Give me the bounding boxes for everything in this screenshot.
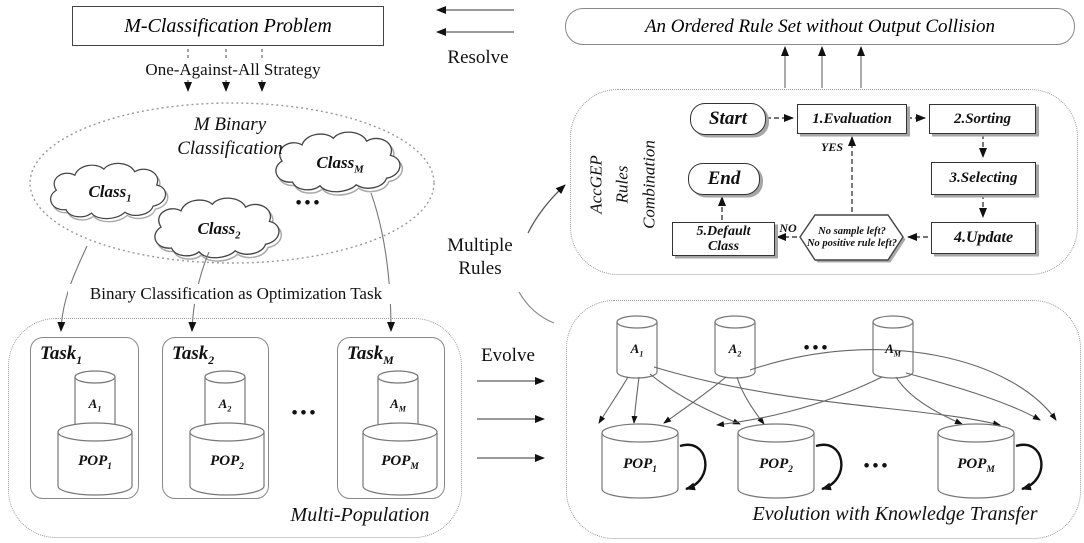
rules-to-accgep-arrow (527, 184, 566, 234)
node-update-label: 4.Update (953, 229, 1014, 246)
resolve-label: Resolve (447, 47, 509, 68)
problem-box-label: M-Classification Problem (124, 14, 332, 37)
node-selecting: 3.Selecting (931, 162, 1036, 195)
no-label: NO (779, 221, 797, 235)
decision-hexagon (799, 214, 906, 263)
node-selecting-label: 3.Selecting (949, 170, 1018, 186)
multi-population-title: Multi-Population (290, 504, 430, 526)
task-1-label: Task1 (40, 343, 83, 367)
task-2-algorithm-label: A2 (218, 396, 232, 414)
optimization-label: Binary Classification as Optimization Ta… (68, 284, 404, 305)
task-1-population-label: POP1 (78, 453, 112, 472)
task-1-algorithm-label: A1 (88, 396, 102, 414)
node-end: End (688, 163, 760, 195)
evolution-to-rules-curve (518, 291, 555, 324)
accgep-flow-arrows (718, 114, 987, 241)
node-default-class: 5.Default Class (672, 222, 775, 256)
accgep-to-ruleset-arrows (781, 46, 865, 88)
task-cylinders (57, 370, 438, 496)
task-box-1 (30, 337, 139, 499)
node-end-label: End (707, 168, 741, 189)
rule-set-label: An Ordered Rule Set without Output Colli… (644, 15, 996, 37)
population-cylinders (601, 423, 1015, 499)
multi-population-box (8, 318, 462, 538)
node-sorting: 2.Sorting (929, 104, 1036, 134)
task-m-population-label: POPM (381, 453, 419, 472)
task-2-population-label: POP2 (210, 453, 244, 472)
task-m-algorithm-label: AM (390, 396, 406, 414)
rule-set-box: An Ordered Rule Set without Output Colli… (565, 8, 1075, 45)
resolve-arrows (436, 6, 514, 36)
accgep-title: AccGEP Rules Combination (586, 140, 659, 229)
task-box-2 (162, 337, 269, 499)
evolution-population-2-label: POP2 (759, 456, 793, 475)
evolution-algorithm-1-label: A1 (630, 341, 644, 359)
knowledge-transfer-arrows (598, 349, 1057, 428)
binary-classification-title-line1: M Binary (193, 114, 267, 135)
classes-ellipsis-dots: ••• (295, 193, 323, 212)
evolution-title: Evolution with Knowledge Transfer (752, 503, 1038, 525)
accgep-box (570, 89, 1078, 275)
cloud-class-2-label: Class2 (197, 219, 241, 242)
multiple-rules-label: Multiple Rules (447, 235, 513, 279)
node-sorting-label: 2.Sorting (953, 110, 1012, 127)
node-start: Start (690, 103, 766, 135)
self-evolution-loops (679, 443, 1043, 491)
evolution-algorithm-m-label: AM (885, 341, 901, 359)
evolve-label: Evolve (481, 345, 535, 366)
task-2-label: Task2 (172, 343, 215, 367)
node-start-label: Start (708, 108, 748, 129)
binary-classification-ellipse (29, 102, 435, 264)
node-default-class-line1: 5.Default (696, 223, 751, 239)
evolution-algorithm-2-label: A2 (728, 341, 742, 359)
cloud-class-m-label: ClassM (316, 153, 364, 176)
task-box-m (337, 337, 445, 499)
problem-box: M-Classification Problem (72, 6, 384, 46)
evolution-box (566, 300, 1081, 539)
strategy-label: One-Against-All Strategy (120, 60, 346, 81)
node-default-class-line2: Class (707, 239, 740, 254)
evolution-algorithms-dots: ••• (803, 338, 831, 357)
evolve-arrows (477, 377, 545, 462)
node-evaluation: 1.Evaluation (797, 104, 907, 134)
tasks-ellipsis-dots: ••• (291, 403, 319, 422)
evolution-population-1-label: POP1 (623, 456, 657, 475)
yes-label: YES (820, 140, 843, 154)
cloud-class-1-label: Class1 (88, 182, 132, 205)
node-evaluation-label: 1.Evaluation (812, 110, 892, 127)
evolution-population-m-label: POPM (957, 456, 995, 475)
binary-classification-title-line2: Classification (177, 138, 283, 159)
decision-label: No sample left? No positive rule left? (806, 226, 898, 250)
node-update: 4.Update (931, 222, 1036, 254)
task-m-label: TaskM (347, 343, 394, 367)
evolution-populations-dots: ••• (863, 456, 891, 475)
